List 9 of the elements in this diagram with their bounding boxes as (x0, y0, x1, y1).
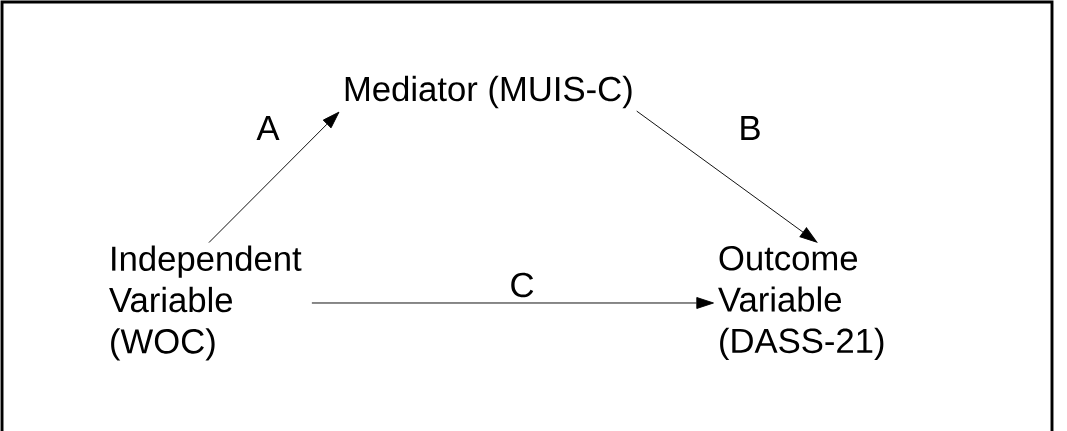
edge-label: B (737, 114, 763, 142)
edge-label: A (255, 114, 281, 142)
arrow (311, 297, 714, 309)
arrow (636, 110, 818, 243)
variable-label: Outcome Variable (DASS-21) (718, 245, 884, 360)
variable-label: Independent Variable (WOC) (109, 245, 302, 361)
edge-label: C (508, 271, 536, 299)
variable-label: Mediator (MUIS-C) (345, 75, 632, 109)
arrow (208, 111, 340, 244)
